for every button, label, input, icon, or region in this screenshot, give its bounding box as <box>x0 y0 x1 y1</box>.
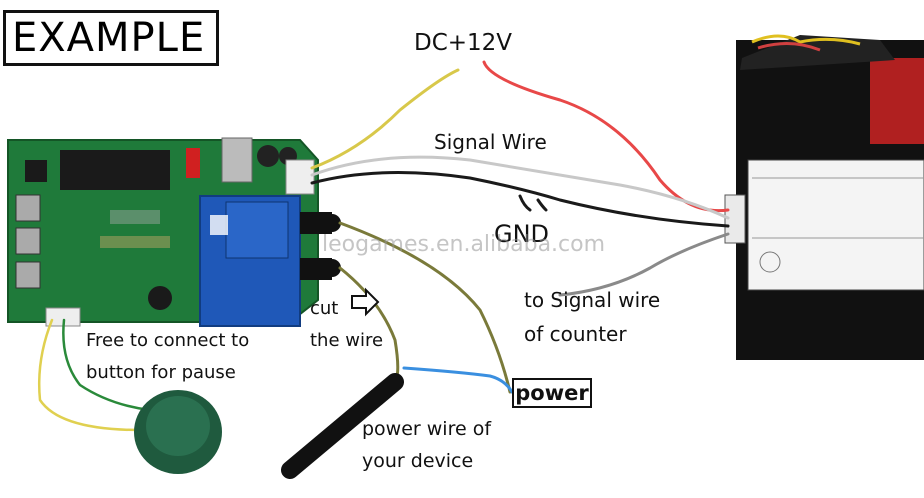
power-cable <box>281 373 404 479</box>
controller-pcb <box>7 137 341 327</box>
cut-label-line1: cut <box>310 298 339 319</box>
pause-button <box>134 390 222 474</box>
free-connect-label-line2: button for pause <box>86 362 236 383</box>
tact-switch-3 <box>15 261 41 289</box>
green-button-wire <box>62 318 152 412</box>
cut-wire <box>338 266 400 382</box>
tact-switch-2 <box>15 227 41 255</box>
power-wire-label-line1: power wire of <box>362 418 492 440</box>
free-connect-label-line1: Free to connect to <box>86 330 250 351</box>
device-red-part <box>870 58 924 144</box>
watermark: leogames.en.alibaba.com <box>322 232 606 257</box>
ic-chip <box>60 150 170 190</box>
black-gnd-wire <box>310 171 730 228</box>
device-label-sticker <box>747 159 924 291</box>
to-signal-label-line1: to Signal wire <box>524 288 661 312</box>
to-signal-label-line2: of counter <box>524 322 627 346</box>
cut-label-line2: the wire <box>310 330 384 351</box>
coin-counter-device <box>724 34 924 360</box>
yellow-dc-wire <box>310 68 460 170</box>
tact-switch-1 <box>15 194 41 222</box>
buzzer <box>148 286 172 310</box>
example-title: EXAMPLE <box>3 10 219 66</box>
white-signal-wire <box>310 155 730 220</box>
gray-counter-wire <box>558 232 730 297</box>
power-wire-label-line2: your device <box>362 450 474 472</box>
power-label: power <box>512 378 592 408</box>
yellow-button-wire <box>37 318 142 432</box>
device-connector <box>724 194 746 244</box>
cut-arrow-icon <box>351 287 380 317</box>
signal-wire-label: Signal Wire <box>434 130 547 154</box>
wires <box>37 60 730 432</box>
input-terminal <box>285 159 315 195</box>
capacitor-1 <box>257 145 279 167</box>
blue-power-wire <box>402 366 514 394</box>
gnd-label: GND <box>494 220 550 248</box>
red-led-jumper <box>186 148 200 178</box>
olive-power-wire <box>338 221 512 394</box>
dc-12v-label: DC+12V <box>414 30 513 56</box>
voltage-regulator <box>221 137 253 183</box>
